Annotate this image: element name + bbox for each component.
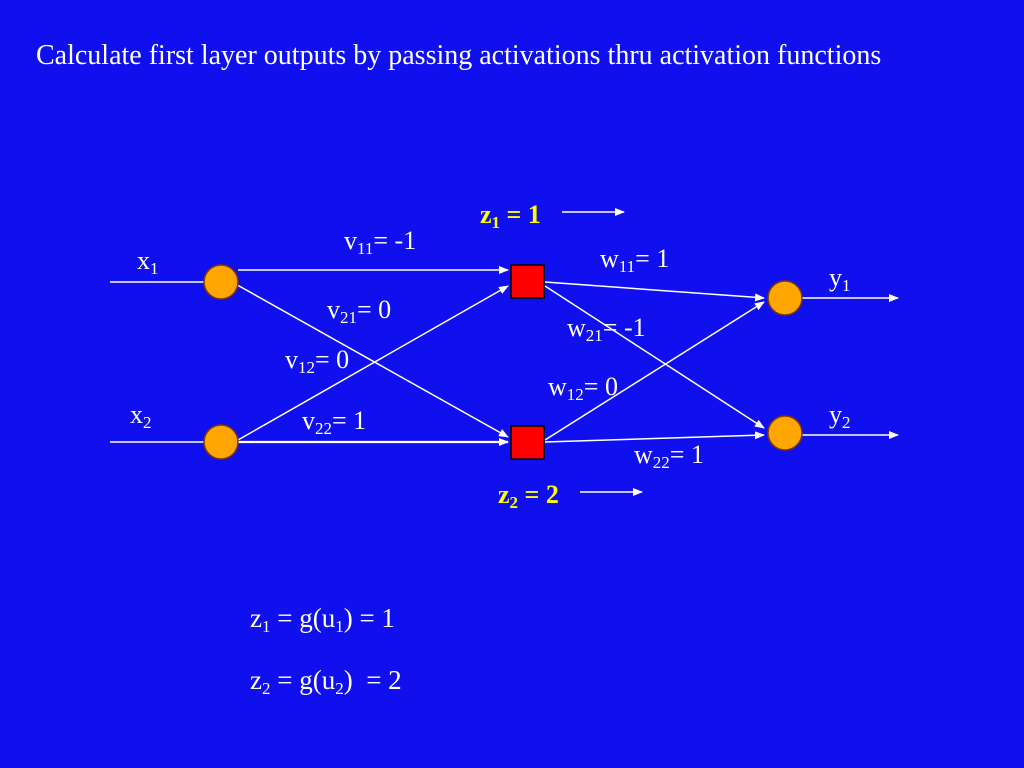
edge-w12	[544, 285, 765, 429]
weight-v12: v12= 0	[285, 345, 350, 377]
output-node-y2	[767, 415, 803, 451]
weight-w11: w11= 1	[600, 244, 670, 276]
edge-v12	[231, 281, 509, 438]
edge-w22	[544, 431, 765, 443]
hidden-node-z2	[510, 425, 545, 460]
weight-v11: v11= -1	[344, 226, 417, 258]
weight-w22: w22= 1	[634, 440, 704, 472]
input-node-x1	[203, 264, 239, 300]
weight-v21: v21= 0	[327, 295, 392, 327]
equation-z2: z2 = g(u2) = 2	[250, 665, 402, 698]
edge-v21	[237, 285, 509, 441]
label-x2: x2	[130, 400, 152, 432]
output-node-y1	[767, 280, 803, 316]
edge-w11	[544, 281, 765, 302]
hidden-node-z1	[510, 264, 545, 299]
label-z1: z1 = 1	[480, 200, 541, 232]
weight-v22: v22= 1	[302, 406, 367, 438]
label-y2: y2	[829, 400, 851, 432]
equation-z1: z1 = g(u1) = 1	[250, 603, 395, 636]
input-node-x2	[203, 424, 239, 460]
weight-w12: w12= 0	[548, 372, 618, 404]
slide-title: Calculate first layer outputs by passing…	[36, 40, 882, 71]
edge-w21	[544, 301, 765, 441]
label-x1: x1	[137, 246, 159, 278]
label-z2: z2 = 2	[498, 480, 559, 512]
label-y1: y1	[829, 263, 851, 295]
weight-w21: w21= -1	[567, 313, 646, 345]
